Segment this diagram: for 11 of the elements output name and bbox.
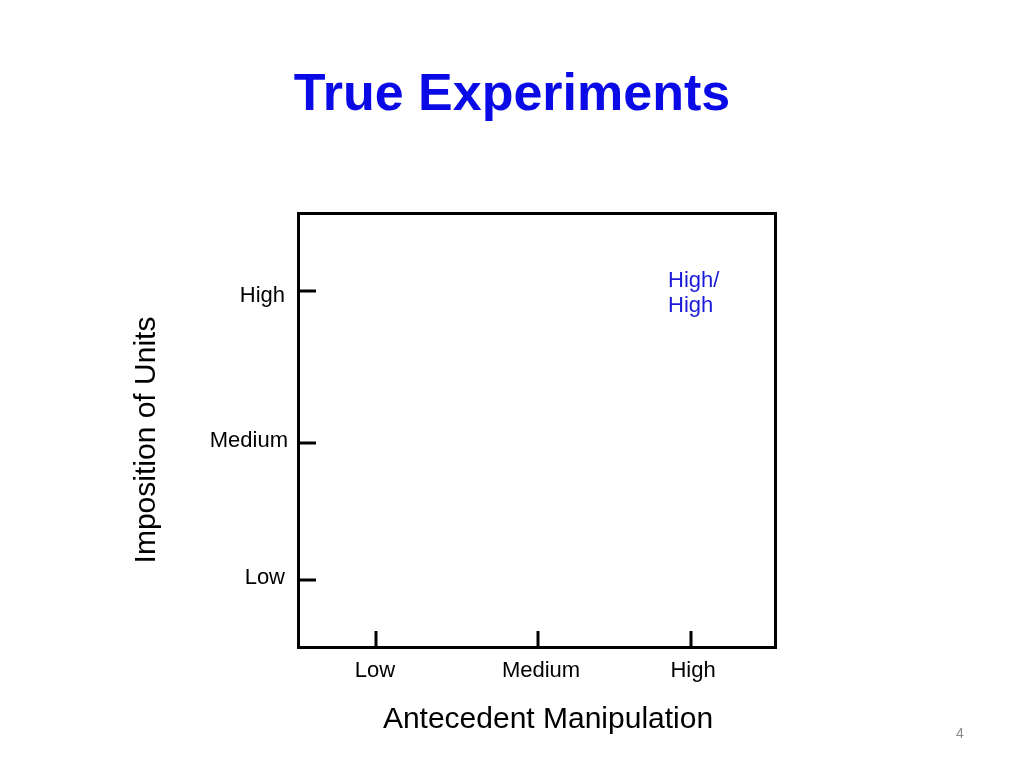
axis-tick-label: High (670, 657, 716, 683)
axis-tick-label: High (239, 282, 285, 308)
axis-tick-label: Medium (501, 657, 581, 683)
axis-tick-label: Low (354, 657, 396, 683)
quadrant-label: High/ High (668, 266, 721, 318)
axis-title: Imposition of Units (127, 316, 162, 564)
axis-title: Antecedent Manipulation (382, 700, 714, 736)
page-number: 4 (956, 724, 964, 742)
axis-tick-label: Low (244, 564, 285, 590)
axis-tick-label: Medium (209, 427, 288, 453)
slide-title: True Experiments (293, 63, 731, 121)
